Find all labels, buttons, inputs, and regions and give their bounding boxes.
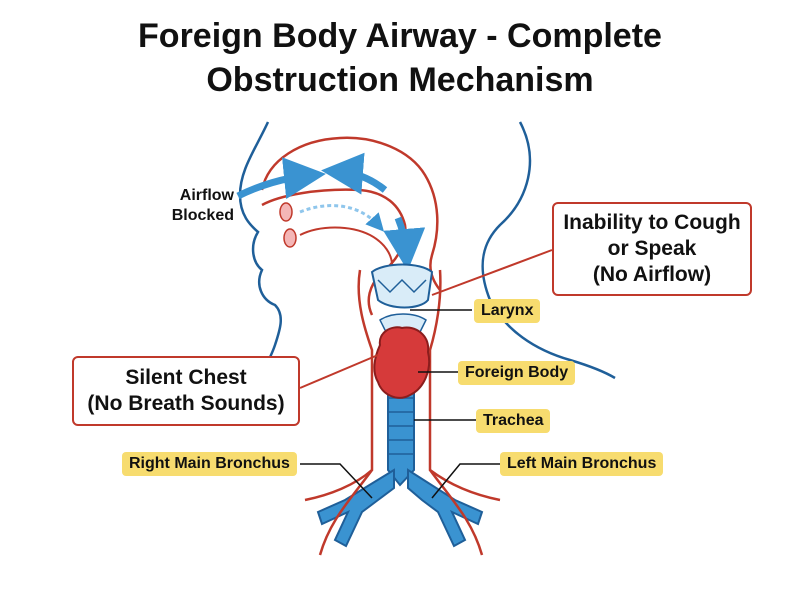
cough-callout-line-3: (No Airflow) [592, 263, 712, 286]
silent-chest-callout: Silent Chest (No Breath Sounds) [72, 356, 300, 426]
chest-callout-line-2: (No Breath Sounds) [87, 392, 285, 415]
airflow-arrow-oral [299, 204, 385, 232]
chest-callout-line-1: Silent Chest [125, 366, 247, 389]
larynx-label: Larynx [474, 299, 541, 323]
larynx-cartilage [377, 278, 427, 294]
title-line-1: Foreign Body Airway - Complete [138, 17, 662, 55]
left-bronchus-label: Left Main Bronchus [500, 452, 664, 476]
cough-speak-callout: Inability to Cough or Speak (No Airflow) [552, 202, 752, 296]
cough-callout-line-1: Inability to Cough [563, 211, 741, 234]
left-bronchus-shape [407, 468, 484, 548]
airflow-blocked-label: Airflow Blocked [160, 186, 234, 226]
right-bronchus-label: Right Main Bronchus [122, 452, 297, 476]
title-line-2: Obstruction Mechanism [206, 61, 594, 99]
airflow-label-line-1: Airflow [179, 187, 234, 204]
head-profile-outline [238, 121, 282, 381]
cough-callout-leader [431, 249, 553, 296]
lower-lip [283, 228, 297, 248]
airflow-label-line-2: Blocked [171, 207, 234, 224]
left-bronchus-leader [431, 463, 500, 499]
larynx-shape [370, 263, 434, 309]
leader-lines [300, 309, 500, 499]
tongue-outline [299, 226, 393, 266]
airway-outer-right [428, 269, 501, 502]
trachea-rings [388, 397, 414, 455]
airflow-arrow-in [236, 157, 326, 200]
neck-back-outline [481, 121, 616, 380]
upper-lip [279, 202, 293, 222]
foreign-body-label: Foreign Body [458, 361, 576, 385]
bronchi-outer-outline [318, 469, 484, 556]
right-bronchus-leader [300, 463, 373, 499]
callout-leaders [299, 249, 553, 389]
airflow-arrow-down [383, 216, 426, 271]
trachea-label: Trachea [476, 409, 551, 433]
foreign-body-shape [373, 326, 430, 399]
airway-outer-left [304, 269, 374, 502]
page-title: Foreign Body Airway - Complete Obstructi… [0, 14, 800, 102]
chest-callout-leader [299, 354, 379, 389]
airflow-arrow-nasal [321, 152, 388, 195]
right-bronchus-shape [316, 468, 395, 548]
cough-callout-line-2: or Speak [607, 237, 697, 260]
trachea-shape [387, 384, 415, 487]
